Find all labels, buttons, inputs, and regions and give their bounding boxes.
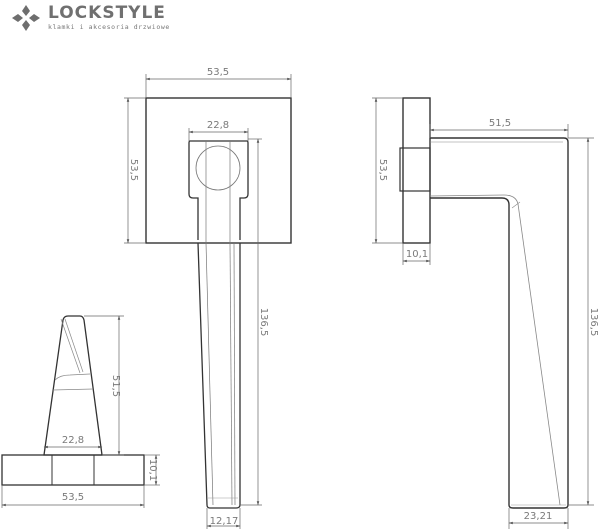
dim-top-neck-width: 22,8	[62, 435, 84, 446]
dim-top-height: 51,5	[110, 375, 121, 397]
dim-top-base-width: 53,5	[62, 492, 84, 503]
dim-side-handle-length: 136,5	[588, 308, 599, 337]
dim-side-tip-width: 23,21	[524, 511, 553, 522]
dim-front-rosette-height: 53,5	[128, 159, 139, 181]
front-view	[145, 97, 292, 509]
brand-name: LOCKSTYLE	[48, 3, 166, 23]
dim-side-rosette-height: 53,5	[377, 159, 388, 181]
dim-side-rosette-depth: 10,1	[406, 249, 428, 260]
top-base	[1, 454, 145, 486]
diamond-cross-logo-icon	[12, 5, 40, 31]
dim-front-tip-width: 12,17	[210, 516, 239, 527]
dim-front-rosette-width: 53,5	[207, 67, 229, 78]
dim-front-neck-width: 22,8	[207, 120, 229, 131]
front-rosette	[145, 97, 292, 244]
side-view	[399, 97, 569, 509]
dim-top-base-depth: 10,1	[147, 459, 158, 481]
dim-front-handle-length: 136,5	[258, 308, 269, 337]
dim-side-projection: 51,5	[489, 118, 511, 129]
brand-tagline: klamki i akcesoria drzwiowe	[48, 23, 170, 31]
top-view	[1, 315, 145, 486]
side-rosette	[402, 97, 431, 244]
logo: LOCKSTYLE klamki i akcesoria drzwiowe	[8, 4, 170, 32]
